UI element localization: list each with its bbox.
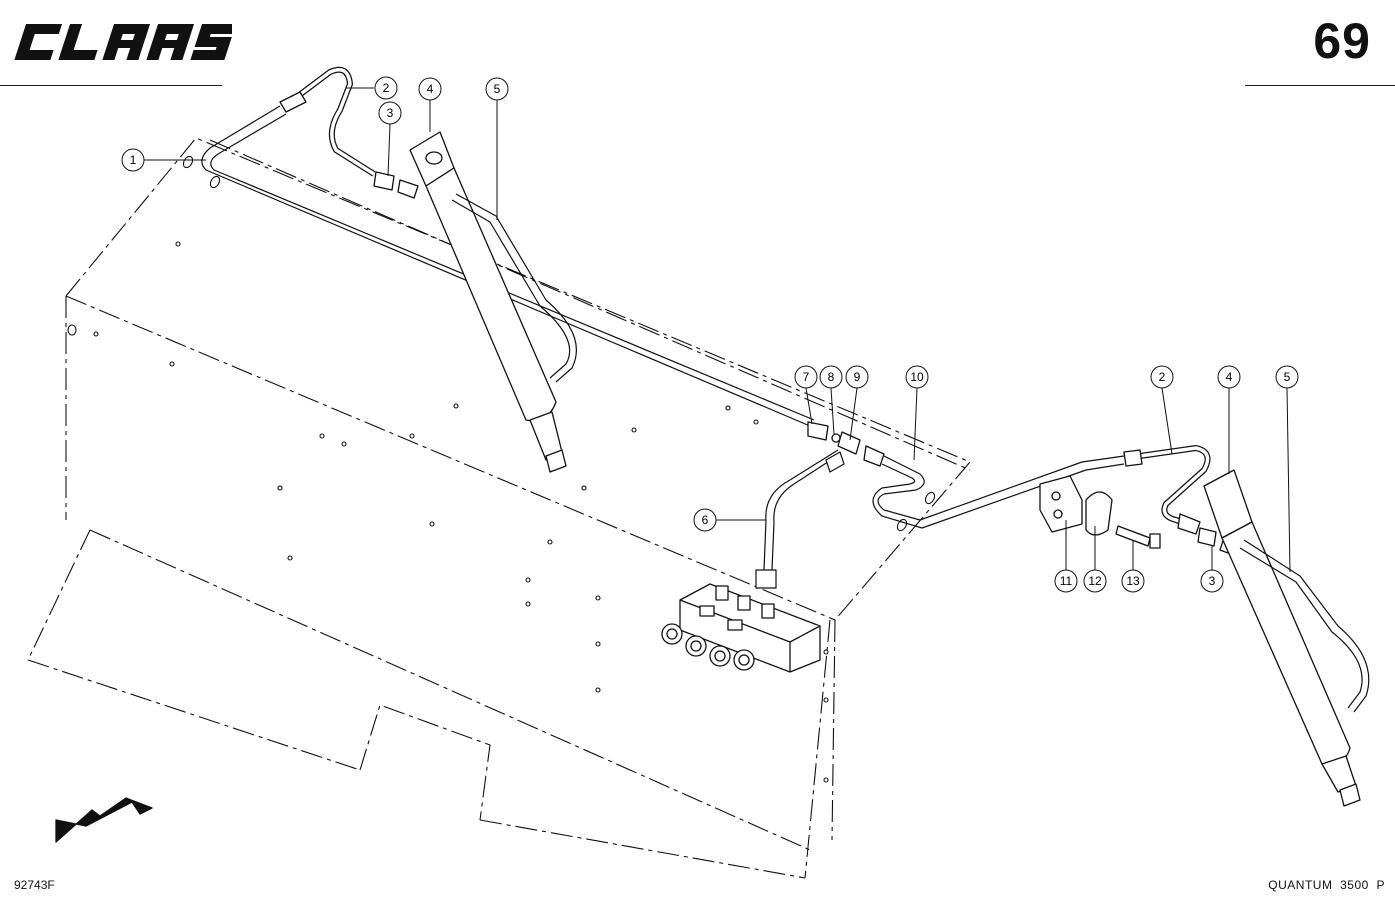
fittings-7-8-9 (807, 421, 885, 467)
callout-5-left: 5 (485, 77, 509, 101)
callout-11: 11 (1054, 569, 1078, 593)
callout-label: 4 (1226, 370, 1233, 384)
callout-label: 10 (910, 370, 924, 384)
hose-2-left (279, 66, 376, 177)
callout-label: 7 (803, 370, 810, 384)
page-number: 69 (1313, 13, 1371, 69)
pipe-10 (872, 455, 1125, 529)
valve-block (661, 583, 821, 673)
pipe-6 (755, 449, 845, 589)
callout-8: 8 (819, 365, 843, 389)
model-name: QUANTUM 3500 P (1268, 878, 1385, 892)
cylinder-4-left (409, 131, 567, 473)
callout-9: 9 (845, 365, 869, 389)
header-rule-right (1245, 85, 1395, 86)
hose-2-right (1123, 445, 1211, 535)
callout-5-right: 5 (1275, 365, 1299, 389)
callout-label: 5 (494, 82, 501, 96)
callout-4-left: 4 (418, 77, 442, 101)
callout-10: 10 (905, 365, 929, 389)
callout-label: 2 (383, 81, 390, 95)
callouts: 1 2 3 4 5 6 7 8 9 10 2 4 5 11 12 13 3 (121, 76, 1299, 593)
callout-3-left: 3 (378, 101, 402, 125)
callout-7: 7 (794, 365, 818, 389)
header-rule-left (0, 85, 222, 86)
callout-label: 12 (1088, 574, 1102, 588)
callout-label: 6 (702, 513, 709, 527)
leader-lines (144, 87, 1291, 573)
frame-holes (67, 155, 936, 783)
clamp-parts (1039, 475, 1161, 549)
callout-label: 13 (1126, 574, 1140, 588)
direction-arrow (55, 797, 153, 843)
cylinder-4-right (1203, 469, 1361, 807)
callout-label: 9 (854, 370, 861, 384)
callout-label: 11 (1060, 574, 1073, 588)
callout-13: 13 (1121, 569, 1145, 593)
callout-label: 3 (1209, 574, 1216, 588)
callout-label: 3 (387, 106, 394, 120)
callout-4-right: 4 (1217, 365, 1241, 389)
callout-label: 4 (427, 82, 434, 96)
callout-2-right: 2 (1150, 365, 1174, 389)
pipe-5-left (451, 193, 577, 383)
machine-frame (27, 137, 971, 879)
fitting-3-left (373, 171, 419, 199)
callout-label: 8 (828, 370, 835, 384)
callout-6: 6 (693, 508, 717, 532)
callout-1: 1 (121, 148, 145, 172)
callout-12: 12 (1083, 569, 1107, 593)
drawing-code: 92743F (14, 878, 55, 892)
pipe-5-right (1239, 539, 1370, 713)
callout-label: 2 (1159, 370, 1166, 384)
callout-2-left: 2 (374, 76, 398, 100)
claas-logo (14, 24, 232, 60)
callout-label: 5 (1284, 370, 1291, 384)
callout-label: 1 (130, 153, 137, 167)
callout-3-right: 3 (1200, 569, 1224, 593)
